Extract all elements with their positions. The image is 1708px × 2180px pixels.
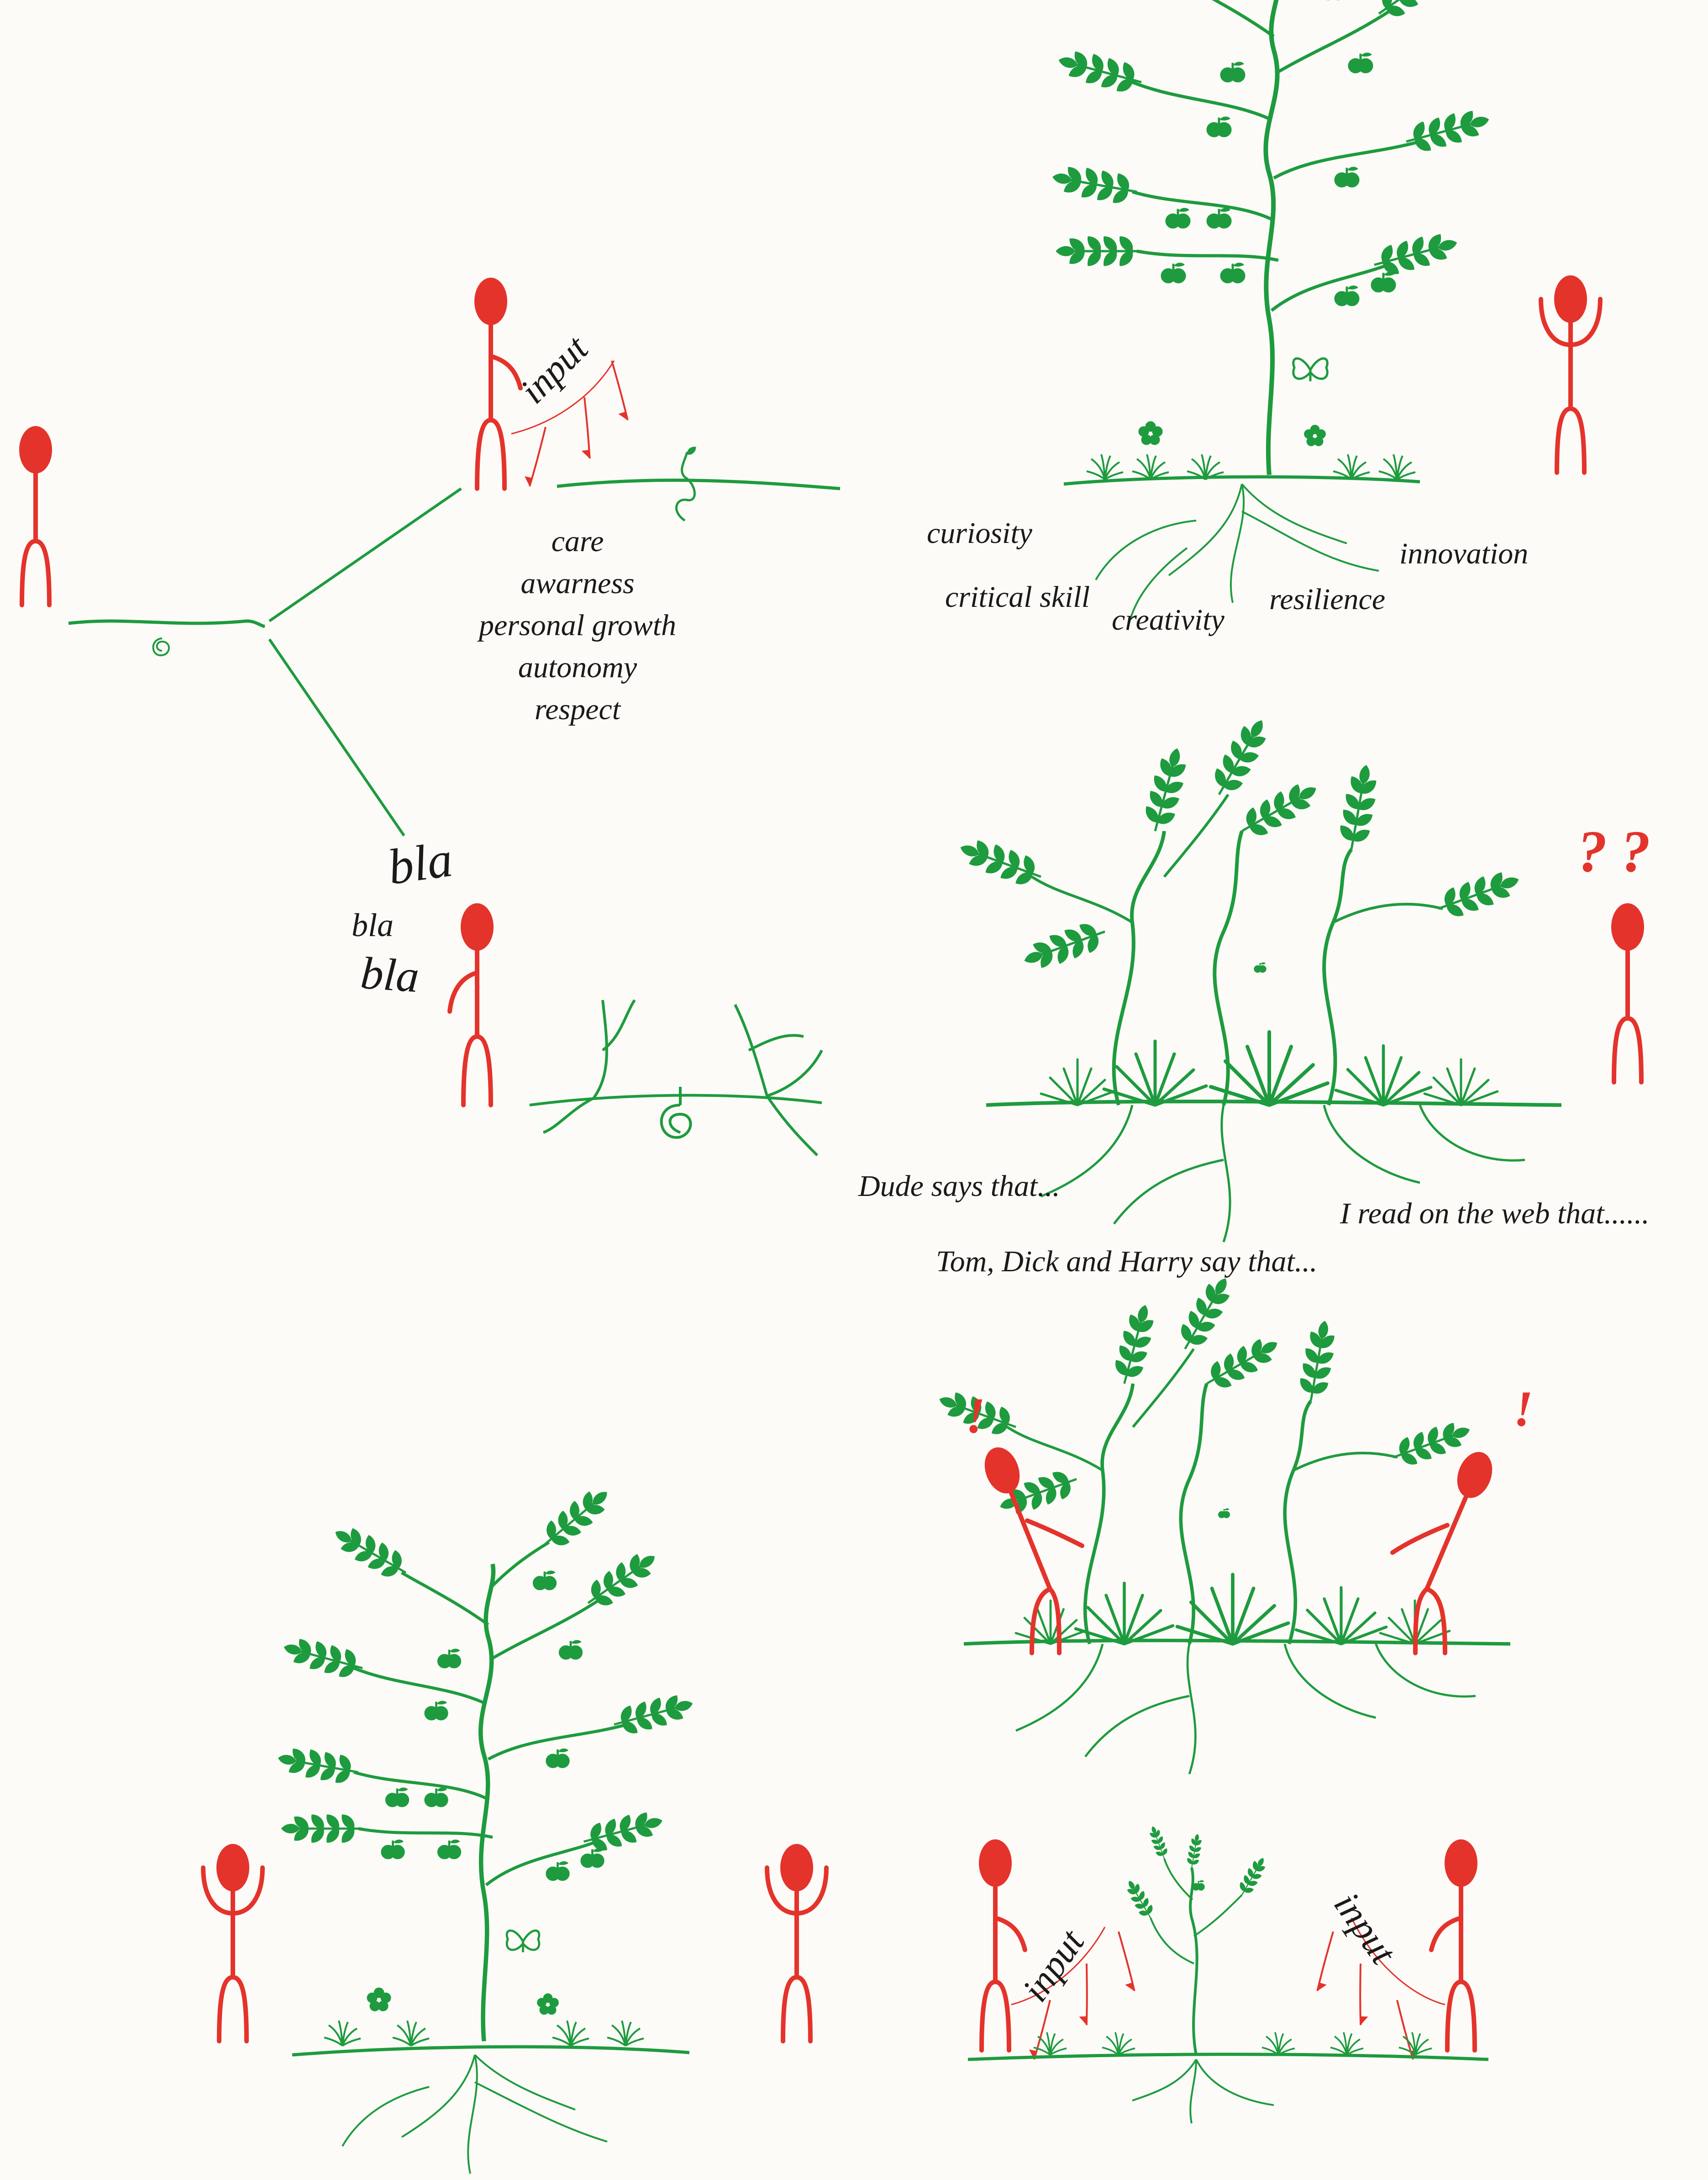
input-arc [511,360,615,435]
scene-shared-tree [203,1480,826,2174]
value-awarness: awarness [520,567,635,600]
root-label-innovation: innovation [1399,537,1529,570]
teacher-figure-left-icon [979,1839,1027,2053]
surprise-mark-left: ! [966,1388,985,1443]
young-sapling-icon [967,1824,1489,2124]
weed-patch-icon [955,712,1561,1242]
confusion-marks: ?? [1577,819,1664,885]
arrow-icon [1344,1963,1382,2027]
arrow-icon [1028,1999,1051,2060]
arrow-icon [1303,1931,1352,1995]
value-respect: respect [534,693,621,726]
tree-icon [275,1480,697,2041]
scene-surprise [934,1270,1510,1774]
chatter-bla-2: bla [352,907,394,943]
root-label-critical-skill: critical skill [945,580,1090,614]
chatter-bla-3: bla [359,947,421,1002]
happy-student-figure-icon [1541,275,1600,473]
hearsay-tom: Tom, Dick and Harry say that... [936,1245,1318,1278]
scene-hearsay [955,712,1644,1242]
input-arc [1011,1927,1106,2006]
root-label-resilience: resilience [1269,583,1386,616]
input-arc [1351,1917,1445,2006]
confused-figure-icon [1611,903,1644,1082]
seedling-icon [675,444,698,522]
happy-teacher-figure-icon [767,1844,826,2041]
root-label-curiosity: curiosity [927,516,1032,550]
seed-spiral-icon [152,637,170,657]
root-system [1095,483,1379,631]
grass-bed [292,1987,690,2057]
surprise-mark-right: ! [1514,1381,1533,1437]
teacher-figure-icon [474,278,523,491]
root-system [342,2054,608,2174]
root-label-creativity: creativity [1112,603,1225,637]
scene-chatter [447,903,823,1157]
scene-both-nurture [967,1824,1489,2124]
stick-figure-icon [19,426,52,605]
arrow-icon [593,360,642,424]
scene-seed [19,426,462,837]
weed-tangle-small [529,999,823,1157]
talker-figure-icon [447,903,494,1107]
teacher-figure-right-icon [1429,1839,1477,2053]
surprised-figure-right-icon [1390,1452,1493,1655]
value-personal-growth: personal growth [478,609,677,642]
nurture-values-list: care awarness personal growth autonomy r… [479,521,676,731]
scene-flourish [1050,0,1600,631]
hearsay-dude: Dude says that... [858,1169,1060,1203]
grass-bed [1063,421,1420,486]
branch-down-line [268,638,405,837]
ground-line [557,479,841,490]
value-care: care [551,525,604,558]
happy-student-figure-icon [203,1844,263,2041]
scene-nurture [474,278,841,522]
surprised-figure-left-icon [984,1447,1084,1655]
chatter-bla-1: bla [384,831,456,895]
hearsay-web: I read on the web that...... [1340,1197,1650,1230]
arrow-icon [1099,1931,1149,1995]
tree-icon [1050,0,1493,475]
arrow-icon [524,426,547,487]
ground-line [68,619,265,628]
branch-up-line [268,487,462,622]
weed-patch-icon [934,1270,1510,1774]
value-autonomy: autonomy [518,651,637,684]
